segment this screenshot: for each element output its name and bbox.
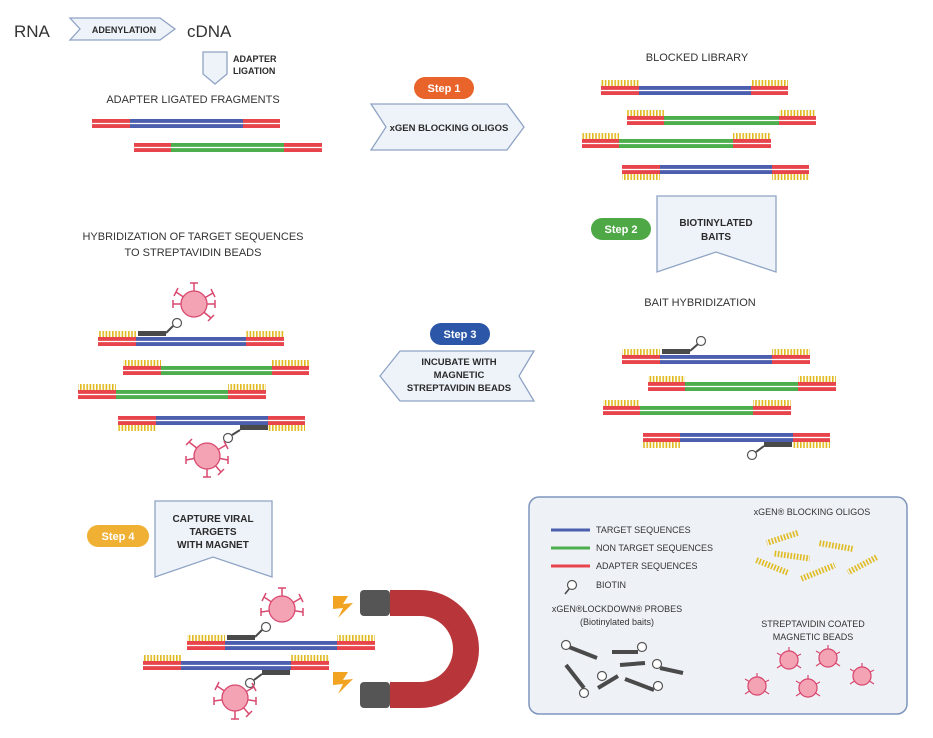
bait-fragment-4 (643, 433, 830, 461)
step2-badge-label: Step 2 (604, 224, 637, 236)
capture-fragment-2 (143, 655, 329, 689)
capture-fragment-1 (187, 621, 375, 650)
blocked-library-label: BLOCKED LIBRARY (646, 52, 749, 64)
blocked-fragment-1 (601, 80, 788, 95)
magnet-icon (390, 590, 479, 708)
legend-biotin-label: BIOTIN (596, 580, 626, 590)
step4-label-3: WITH MAGNET (177, 540, 249, 551)
blocking-oligo-icons (754, 529, 879, 582)
capture-bead-top (260, 587, 304, 623)
hybridization-label-1: HYBRIDIZATION OF TARGET SEQUENCES (82, 231, 303, 243)
magnet-pole-bottom (360, 682, 390, 708)
step4-arrow (154, 500, 273, 578)
bait-hybridization-fragments (603, 335, 836, 461)
step2-badge (591, 218, 651, 240)
legend-biotin-icon (564, 579, 578, 595)
step1-arrow (369, 103, 525, 151)
step2-arrow (656, 195, 777, 273)
legend-probes-label-1: xGEN®LOCKDOWN® PROBES (552, 604, 682, 614)
step1-badge (414, 77, 474, 99)
rna-label: RNA (14, 22, 51, 41)
spark-icon-bottom (333, 672, 353, 694)
biotinylated-probe-icons (560, 639, 684, 699)
step3-label-3: STREPTAVIDIN BEADS (407, 383, 511, 394)
legend-probes-label-2: (Biotinylated baits) (580, 617, 654, 627)
legend-panel: TARGET SEQUENCES NON TARGET SEQUENCES AD… (528, 496, 908, 715)
step2-label-2: BAITS (701, 232, 731, 243)
streptavidin-bead-top (172, 282, 216, 322)
legend-nontarget-label: NON TARGET SEQUENCES (596, 543, 713, 553)
blocked-fragment-2 (627, 110, 816, 125)
adapter-ligated-fragment-2 (134, 143, 322, 152)
legend-blocking-oligos-label: xGEN® BLOCKING OLIGOS (754, 507, 871, 517)
adenylation-label: ADENYLATION (92, 25, 156, 35)
magnet-capture-group (143, 587, 479, 720)
step3-label-1: INCUBATE WITH (421, 357, 496, 368)
step3-badge (430, 323, 490, 345)
step3-label-2: MAGNETIC (434, 370, 485, 381)
hybridization-label-2: TO STREPTAVIDIN BEADS (125, 247, 262, 259)
bait-fragment-1 (622, 335, 810, 364)
legend-target-label: TARGET SEQUENCES (596, 525, 691, 535)
adapter-ligated-fragment-1 (92, 119, 280, 128)
cdna-label: cDNA (187, 22, 232, 41)
streptavidin-bead-bottom (185, 438, 229, 478)
step1-label: xGEN BLOCKING OLIGOS (390, 123, 509, 134)
bait-fragment-3 (603, 400, 791, 415)
blocked-library-fragments (582, 80, 816, 180)
bead-fragment-2 (123, 360, 309, 375)
step2-label-1: BIOTINYLATED (679, 218, 752, 229)
bead-hybridization-group (78, 282, 309, 478)
step3-arrow (379, 350, 536, 402)
legend-beads-label-2: MAGNETIC BEADS (773, 632, 854, 642)
blocked-fragment-4 (622, 165, 809, 180)
adenylation-arrow (68, 17, 177, 41)
adapter-ligation-label-2: LIGATION (233, 66, 275, 76)
bead-fragment-3 (78, 384, 266, 399)
spark-icon-top (333, 596, 353, 618)
legend-adapter-label: ADAPTER SEQUENCES (596, 561, 698, 571)
blocked-fragment-3 (582, 133, 771, 148)
adapter-ligation-label-1: ADAPTER (233, 54, 277, 64)
step4-badge (87, 525, 149, 547)
bait-fragment-2 (648, 376, 836, 391)
step4-label-2: TARGETS (189, 527, 236, 538)
step4-label-1: CAPTURE VIRAL (172, 514, 253, 525)
step4-badge-label: Step 4 (101, 531, 135, 543)
magnet-pole-top (360, 590, 390, 616)
step3-badge-label: Step 3 (443, 329, 476, 341)
legend-beads-label-1: STREPTAVIDIN COATED (761, 619, 865, 629)
step1-badge-label: Step 1 (427, 83, 460, 95)
capture-bead-bottom (213, 681, 257, 720)
bait-hybridization-label: BAIT HYBRIDIZATION (644, 297, 755, 309)
adapter-ligation-arrow (202, 51, 228, 85)
bead-fragment-1 (98, 317, 284, 346)
adapter-ligated-fragments-label: ADAPTER LIGATED FRAGMENTS (106, 94, 279, 106)
mini-streptavidin-bead-icons (744, 645, 875, 698)
bead-fragment-4 (118, 416, 305, 444)
